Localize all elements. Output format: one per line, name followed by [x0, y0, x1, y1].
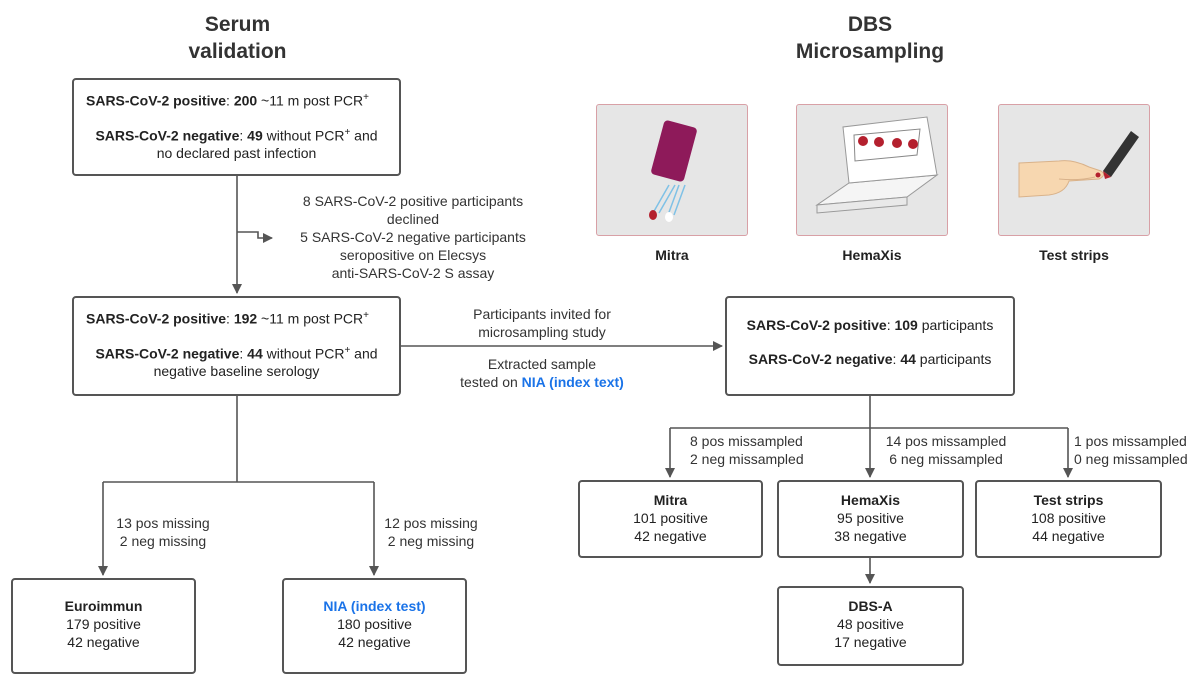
- microsampling-cohort-box: SARS-CoV-2 positive: 109 participants SA…: [725, 296, 1015, 396]
- result-negative: 44 negative: [1032, 528, 1105, 544]
- hemaxis-caption: HemaXis: [842, 247, 902, 263]
- micro-positive-line: SARS-CoV-2 positive: 109 participants: [746, 317, 994, 333]
- serum-heading-line2: validation: [188, 40, 287, 63]
- connector-exclusion-branch: [237, 231, 273, 243]
- exclusion-line: declined: [386, 211, 440, 227]
- hemaxis-missampled-note: 14 pos missampled 6 neg missampled: [876, 432, 1016, 468]
- hemaxis-device-icon: [815, 116, 939, 214]
- result-positive: 108 positive: [1031, 510, 1106, 526]
- micro-negative-line: SARS-CoV-2 negative: 44 participants: [748, 351, 992, 367]
- test-strips-caption: Test strips: [1039, 247, 1109, 263]
- mitra-caption: Mitra: [655, 247, 689, 263]
- test-strips-missampled-note: 1 pos missampled 0 neg missampled: [1074, 432, 1196, 468]
- euroimmun-result-box: Euroimmun 179 positive 42 negative: [11, 578, 196, 674]
- result-positive: 180 positive: [337, 616, 412, 632]
- missampled-line: 14 pos missampled: [885, 433, 1007, 449]
- nia-missing-note: 12 pos missing 2 neg missing: [376, 514, 486, 550]
- result-title: NIA (index test): [323, 598, 426, 614]
- nia-result-box: NIA (index test) 180 positive 42 negativ…: [282, 578, 467, 674]
- exclusion-line: seropositive on Elecsys: [339, 247, 487, 263]
- exclusion-line: anti-SARS-CoV-2 S assay: [331, 265, 495, 281]
- missing-line: 13 pos missing: [116, 515, 210, 531]
- result-title: Euroimmun: [64, 598, 143, 614]
- invite-line: Participants invited for: [473, 306, 611, 322]
- missing-line: 2 neg missing: [119, 533, 207, 549]
- dbs-a-result-box: DBS-A 48 positive 17 negative: [777, 586, 964, 666]
- result-positive: 101 positive: [633, 510, 708, 526]
- missing-line: 12 pos missing: [384, 515, 478, 531]
- missampled-line: 2 neg missampled: [690, 451, 804, 467]
- result-negative: 42 negative: [634, 528, 707, 544]
- validated-negative-line: SARS-CoV-2 negative: 44 without PCR+ and…: [95, 344, 378, 380]
- result-negative: 42 negative: [338, 634, 411, 650]
- dbs-microsampling-heading: DBS Microsampling: [745, 11, 995, 65]
- invite-line: microsampling study: [478, 324, 606, 340]
- initial-negative-line: SARS-CoV-2 negative: 49 without PCR+ and…: [95, 126, 378, 162]
- mitra-missampled-note: 8 pos missampled 2 neg missampled: [690, 432, 820, 468]
- result-title: Test strips: [1033, 492, 1104, 508]
- result-negative: 38 negative: [834, 528, 907, 544]
- result-negative: 42 negative: [67, 634, 140, 650]
- invite-tested-line: tested on NIA (index text): [460, 374, 624, 390]
- serum-validation-heading: Serum validation: [135, 11, 340, 65]
- result-negative: 17 negative: [834, 634, 907, 650]
- exclusion-line: 5 SARS-CoV-2 negative participants: [300, 229, 526, 245]
- hemaxis-device-image: [796, 104, 948, 236]
- missampled-line: 6 neg missampled: [889, 451, 1003, 467]
- result-title: Mitra: [653, 492, 688, 508]
- invite-line: Extracted sample: [487, 356, 597, 372]
- test-strips-device-image: [998, 104, 1150, 236]
- validated-positive-line: SARS-CoV-2 positive: 192 ~11 m post PCR+: [86, 310, 369, 327]
- test-strips-device-icon: [1018, 131, 1139, 198]
- euroimmun-missing-note: 13 pos missing 2 neg missing: [108, 514, 218, 550]
- mitra-device-icon: [649, 120, 697, 222]
- mitra-device-image: [596, 104, 748, 236]
- missampled-line: 1 pos missampled: [1074, 433, 1187, 449]
- result-positive: 48 positive: [837, 616, 904, 632]
- dbs-heading-line2: Microsampling: [795, 40, 945, 63]
- result-title: DBS-A: [848, 598, 893, 614]
- missing-line: 2 neg missing: [387, 533, 475, 549]
- initial-cohort-box: SARS-CoV-2 positive: 200 ~11 m post PCR+…: [72, 78, 401, 176]
- result-positive: 95 positive: [837, 510, 904, 526]
- validated-cohort-box: SARS-CoV-2 positive: 192 ~11 m post PCR+…: [72, 296, 401, 396]
- result-positive: 179 positive: [66, 616, 141, 632]
- missampled-line: 0 neg missampled: [1074, 451, 1188, 467]
- serum-heading-line1: Serum: [204, 13, 271, 36]
- exclusion-line: 8 SARS-CoV-2 positive participants: [302, 193, 524, 209]
- initial-positive-line: SARS-CoV-2 positive: 200 ~11 m post PCR+: [86, 92, 369, 109]
- dbs-heading-line1: DBS: [847, 13, 893, 36]
- mitra-result-box: Mitra 101 positive 42 negative: [578, 480, 763, 558]
- missampled-line: 8 pos missampled: [690, 433, 803, 449]
- hemaxis-result-box: HemaXis 95 positive 38 negative: [777, 480, 964, 558]
- result-title: HemaXis: [840, 492, 901, 508]
- test-strips-result-box: Test strips 108 positive 44 negative: [975, 480, 1162, 558]
- invite-note: Participants invited for microsampling s…: [432, 305, 652, 391]
- exclusion-note: 8 SARS-CoV-2 positive participants decli…: [275, 192, 551, 282]
